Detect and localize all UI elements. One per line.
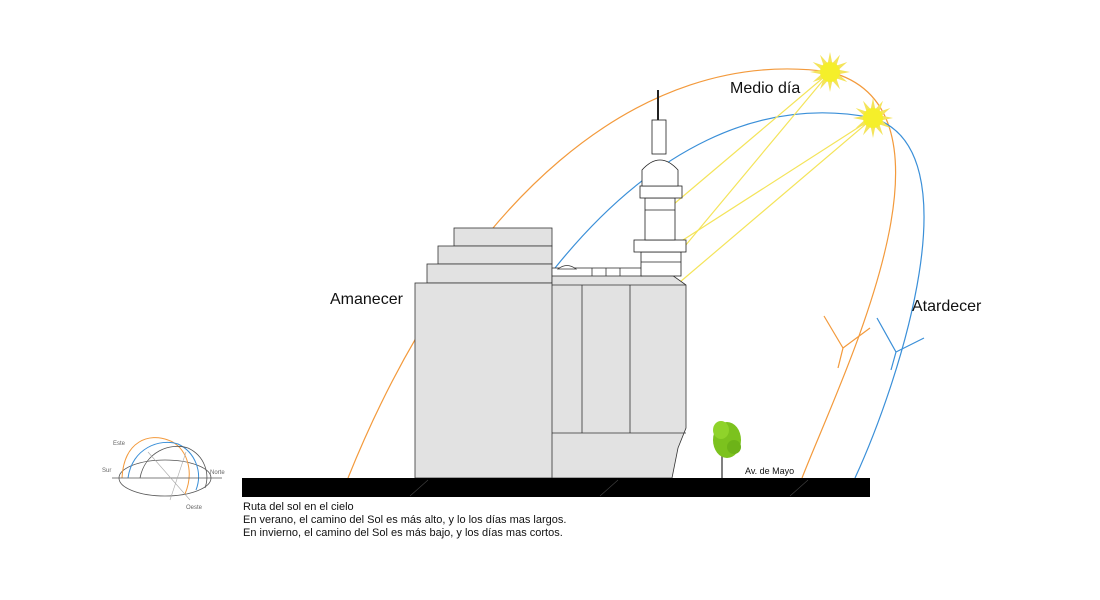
- caption-winter: En invierno, el camino del Sol es más ba…: [243, 527, 563, 539]
- compass-east-label: Este: [113, 441, 126, 447]
- caption-summer: En verano, el camino del Sol es más alto…: [243, 514, 567, 526]
- caption: Ruta del sol en el cielo En verano, el c…: [243, 501, 566, 540]
- compass-south-label: Sur: [102, 468, 111, 474]
- sun-rays: [654, 71, 874, 283]
- compass-north-label: Norte: [210, 470, 225, 476]
- street-label: Av. de Mayo: [745, 466, 794, 476]
- sun-path-dome: Este Sur Norte Oeste: [102, 437, 225, 511]
- caption-title: Ruta del sol en el cielo: [243, 501, 354, 513]
- sun-winter-icon: [853, 98, 893, 138]
- sun-summer-icon: [810, 52, 850, 92]
- ground: [242, 478, 870, 497]
- noon-label: Medio día: [730, 80, 800, 97]
- summer-path-arrow: [823, 315, 871, 369]
- sun-core-icon: [863, 108, 883, 128]
- sunset-label: Atardecer: [912, 298, 982, 315]
- sun-core-icon: [820, 62, 840, 82]
- building: [414, 227, 687, 479]
- winter-path-arrow: [876, 317, 925, 371]
- tree-icon: [713, 421, 741, 478]
- sunrise-label: Amanecer: [330, 291, 404, 308]
- compass-west-label: Oeste: [186, 505, 203, 511]
- tower: [633, 90, 687, 277]
